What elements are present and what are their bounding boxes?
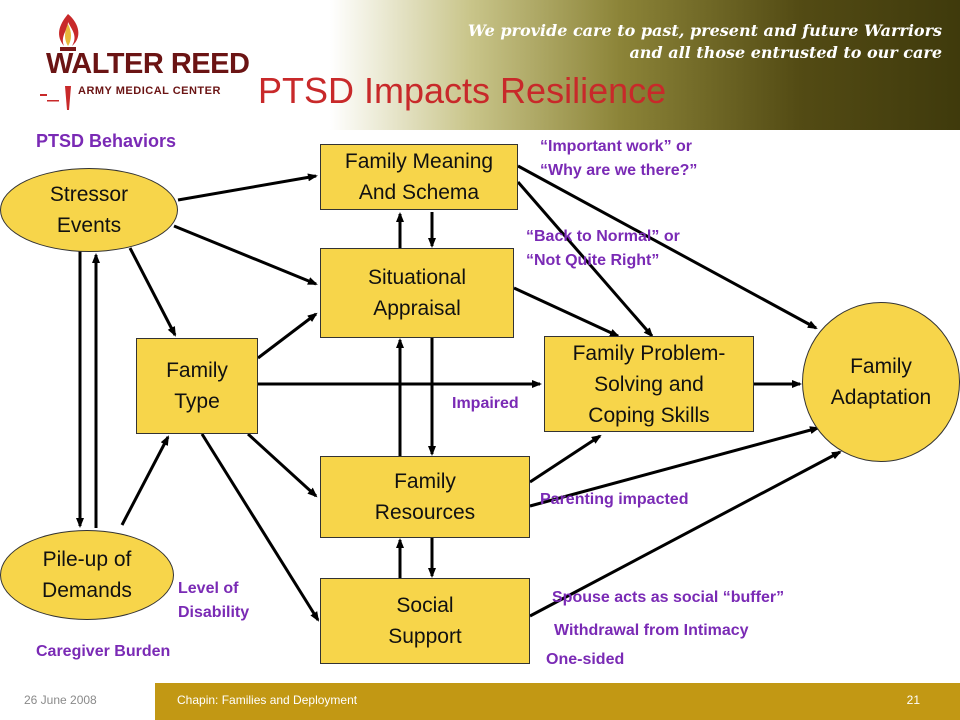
node-situational-appraisal: Situational Appraisal [320,248,514,338]
annotation-withdrawal: Withdrawal from Intimacy [554,622,749,639]
arrow-resources-to-adaptation [529,426,820,508]
arrow-stressor-to-appraisal [173,224,318,286]
arrow-meaning-to-problemsolving [516,181,654,338]
footer-text: Chapin: Families and Deployment [177,693,358,707]
node-problem-solving: Family Problem- Solving and Coping Skill… [544,336,754,432]
annotation-level-of-disability: Level of Disability [178,580,250,621]
annotation-spouse-buffer: Spouse acts as social “buffer” [552,589,785,606]
footer: 26 June 2008 Chapin: Families and Deploy… [0,683,960,720]
footer-bar: Chapin: Families and Deployment 21 [155,683,960,720]
arrow-familytype-to-resources [246,432,318,498]
annotation-caregiver-burden: Caregiver Burden [36,643,171,660]
arrow-familytype-to-appraisal [257,312,318,360]
arrow-familytype-to-support [200,433,320,622]
header-banner [0,0,960,130]
node-pileup-demands: Pile-up of Demands [0,530,174,620]
page-number: 21 [906,693,920,707]
annotation-back-to-normal: “Back to Normal” or “Not Quite Right” [526,228,680,269]
arrow-resources-to-problemsolving [529,434,602,484]
annotation-important-work: “Important work” or “Why are we there?” [540,138,698,179]
arrow-pileup-to-familytype [120,435,170,526]
footer-date: 26 June 2008 [24,693,97,707]
arrow-meaning-to-adaptation [517,164,818,330]
motto: We provide care to past, present and fut… [468,20,942,64]
arrow-support-to-adaptation [529,450,842,618]
annotation-one-sided: One-sided [546,651,625,668]
node-family-meaning: Family Meaning And Schema [320,144,518,210]
node-family-resources: Family Resources [320,456,530,538]
walter-reed-logo: WALTER REED ARMY MEDICAL CENTER [38,10,250,120]
node-family-adaptation: Family Adaptation [802,302,960,462]
motto-line-2: and all those entrusted to our care [629,43,942,62]
node-stressor-events: Stressor Events [0,168,178,252]
annotation-ptsd-behaviors: PTSD Behaviors [36,131,177,151]
motto-line-1: We provide care to past, present and fut… [467,21,942,40]
node-family-type: Family Type [136,338,258,434]
flame-torch-icon [40,14,79,110]
arrow-appraisal-to-problemsolving [513,286,620,338]
arrow-stressor-to-meaning [177,173,318,202]
arrow-stressor-to-familytype [128,247,177,337]
annotation-impaired: Impaired [452,395,519,412]
logo-subtitle: ARMY MEDICAL CENTER [78,85,221,97]
logo-name: WALTER REED [46,48,250,80]
annotation-parenting: Parenting impacted [540,491,689,508]
node-social-support: Social Support [320,578,530,664]
page-title: PTSD Impacts Resilience [258,70,667,111]
